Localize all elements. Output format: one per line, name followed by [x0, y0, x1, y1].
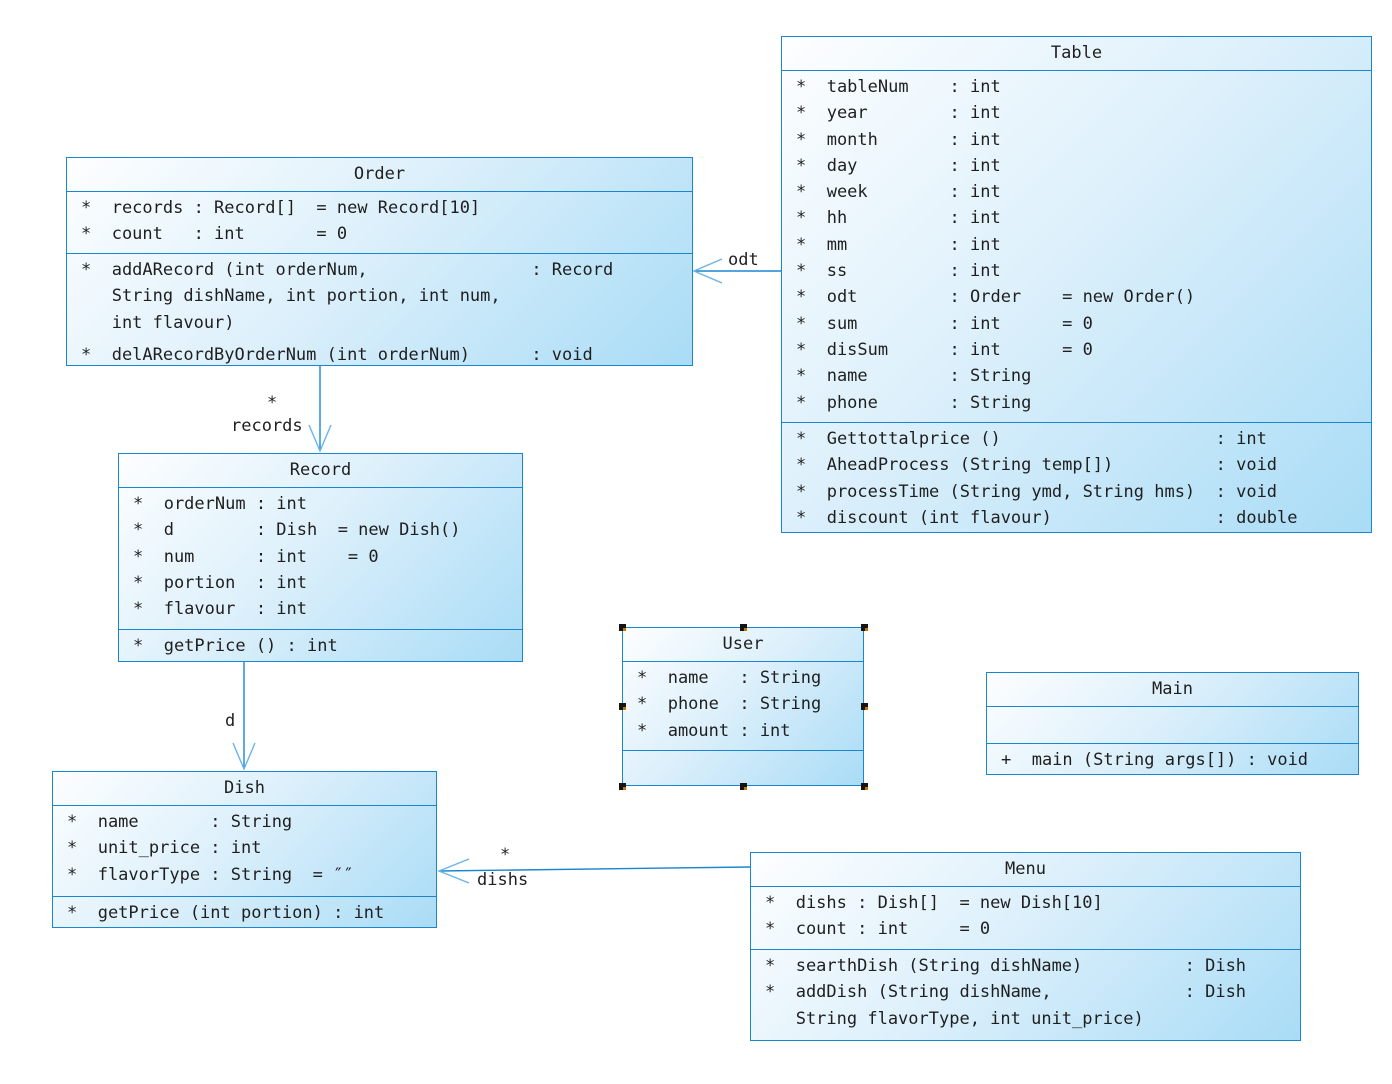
member-row: * day : int [796, 155, 1001, 176]
selection-handle-n[interactable] [740, 624, 747, 631]
member-row: * phone : String [637, 694, 822, 715]
class-dish[interactable]: Dish * name : String* unit_price : int* … [52, 771, 437, 928]
attributes-compartment: * tableNum : int * year : int * month : in… [782, 70, 1371, 422]
member-row: * num : int = 0 [133, 546, 379, 567]
member-row: * odt : Order = new Order() [796, 287, 1196, 308]
member-row: * searthDish (String dishName) : Dish [765, 956, 1247, 976]
method-entry: * getPrice () : int [133, 633, 508, 659]
class-order[interactable]: Order * records : Record[] = new Record[… [66, 157, 693, 366]
class-table[interactable]: Table * tableNum : int * year : int * mont… [781, 36, 1372, 533]
member-row: * name : String [637, 668, 822, 688]
attributes-compartment: * name : String * phone : String * amount … [623, 661, 863, 750]
class-title: User [722, 634, 764, 654]
member-row: * orderNum : int [133, 494, 307, 514]
member-row: * portion : int [133, 572, 307, 593]
selection-handle-ne[interactable] [861, 624, 868, 631]
selection-handle-w[interactable] [619, 703, 626, 710]
class-title: Record [289, 460, 352, 480]
methods-compartment: * searthDish (String dishName) : Dish * a… [751, 949, 1300, 1040]
selection-handle-nw[interactable] [619, 624, 626, 631]
edge-multiplicity-records: * [267, 393, 278, 413]
member-row: * d : Dish = new Dish() [133, 520, 461, 541]
attributes-compartment: * dishs : Dish[] = new Dish[10] * count :… [751, 886, 1300, 949]
member-row: * unit_price : int [67, 838, 262, 859]
method-entry: * Gettottalprice () : int [796, 426, 1357, 452]
member-row: String dishName, int portion, int num, [81, 286, 501, 307]
selection-handle-s[interactable] [740, 783, 747, 790]
methods-compartment: * getPrice () : int [119, 629, 522, 661]
member-row: * amount : int [637, 720, 791, 741]
member-row: * flavour : int [133, 599, 307, 620]
class-menu[interactable]: Menu * dishs : Dish[] = new Dish[10] * co… [750, 852, 1301, 1041]
member-row: * flavorType : String = ″″ [67, 864, 354, 885]
member-row: * phone : String [796, 392, 1032, 413]
member-row: * delARecordByOrderNum (int orderNum) : … [81, 344, 593, 365]
member-row: * records : Record[] = new Record[10] [81, 198, 481, 218]
member-row: String flavorType, int unit_price) [765, 1008, 1144, 1029]
member-row: * week : int [796, 182, 1001, 203]
method-entry: * AheadProcess (String temp[]) : void [796, 452, 1357, 478]
member-row: int flavour) [81, 312, 235, 333]
member-row: * month : int [796, 129, 1001, 150]
association-order-record-records[interactable] [308, 366, 332, 453]
selection-handle-sw[interactable] [619, 783, 626, 790]
class-title: Main [1152, 679, 1193, 699]
method-entry: * discount (int flavour) : double [796, 505, 1357, 531]
methods-compartment: + main (String args[]) : void [987, 743, 1358, 774]
member-row: * tableNum : int [796, 77, 1001, 97]
member-row: * discount (int flavour) : double [796, 507, 1298, 528]
method-entry: * searthDish (String dishName) : Dish [765, 953, 1286, 979]
member-row: * processTime (String ymd, String hms) :… [796, 481, 1278, 502]
class-title: Menu [1005, 859, 1046, 879]
member-row: * name : String [67, 812, 293, 832]
class-main[interactable]: Main + main (String args[]) : void [986, 672, 1359, 775]
member-row: * mm : int [796, 234, 1001, 255]
method-entry: * processTime (String ymd, String hms) :… [796, 479, 1357, 505]
class-title: Table [1050, 43, 1103, 63]
member-row: * count : int = 0 [81, 224, 348, 245]
member-row: * hh : int [796, 208, 1001, 229]
member-row: * AheadProcess (String temp[]) : void [796, 455, 1278, 476]
method-entry: * delARecordByOrderNum (int orderNum) : … [81, 342, 678, 365]
edge-label-records: records [231, 416, 303, 436]
edge-label-d: d [225, 711, 236, 731]
class-title: Order [353, 164, 406, 184]
member-row: * count : int = 0 [765, 919, 991, 940]
methods-compartment: * addARecord (int orderNum, : Record Str… [67, 253, 692, 365]
edge-label-odt: odt [728, 250, 759, 270]
member-row: * addDish (String dishName, : Dish [765, 982, 1247, 1003]
association-record-dish-d[interactable] [232, 662, 256, 771]
member-row: * sum : int = 0 [796, 313, 1093, 334]
class-record[interactable]: Record * orderNum : int * d : Dish = new … [118, 453, 523, 662]
method-entry: * getPrice (int portion) : int [67, 900, 422, 926]
selection-handle-se[interactable] [861, 783, 868, 790]
methods-compartment: * Gettottalprice () : int * AheadProcess … [782, 422, 1371, 532]
method-entry: * addDish (String dishName, : Dish Strin… [765, 979, 1286, 1032]
member-row: * ss : int [796, 261, 1001, 282]
attributes-compartment: * records : Record[] = new Record[10] * c… [67, 191, 692, 253]
member-row: * getPrice (int portion) : int [67, 903, 385, 923]
member-row: * getPrice () : int [133, 636, 338, 656]
edge-multiplicity-dishs: * [500, 845, 511, 865]
attributes-compartment: * name : String * unit_price : int * flavo… [53, 805, 436, 896]
methods-compartment: * getPrice (int portion) : int [53, 896, 436, 927]
method-entry: + main (String args[]) : void [1001, 747, 1344, 773]
methods-compartment [623, 750, 863, 785]
member-row: * name : String [796, 366, 1032, 387]
member-row: + main (String args[]) : void [1001, 750, 1309, 770]
attributes-compartment: * orderNum : int * d : Dish = new Dish() *… [119, 487, 522, 629]
member-row: * Gettottalprice () : int [796, 429, 1267, 449]
attributes-compartment [987, 706, 1358, 743]
edge-label-dishs: dishs [477, 870, 529, 890]
member-row: * year : int [796, 103, 1001, 124]
class-title: Dish [224, 778, 265, 798]
class-user[interactable]: User * name : String * phone : String * am… [622, 627, 864, 786]
member-row: * disSum : int = 0 [796, 339, 1093, 360]
member-row: * addARecord (int orderNum, : Record [81, 260, 614, 280]
method-entry: * addARecord (int orderNum, : Record Str… [81, 257, 678, 336]
member-row: * dishs : Dish[] = new Dish[10] [765, 893, 1103, 913]
selection-handle-e[interactable] [861, 703, 868, 710]
